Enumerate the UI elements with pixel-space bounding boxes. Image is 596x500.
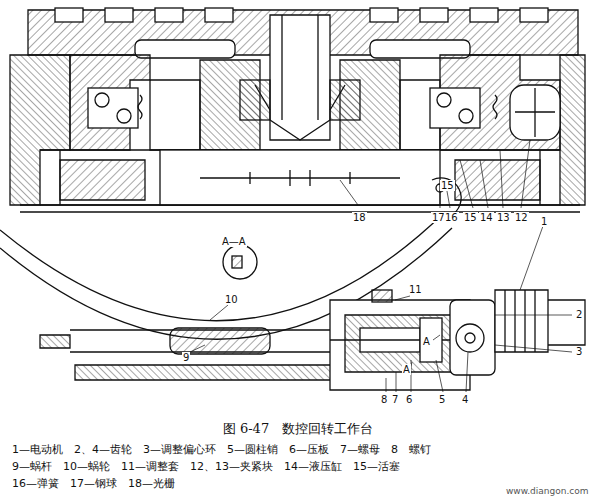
callout-number: A—A <box>221 236 247 247</box>
callout-number: 2 <box>575 309 583 320</box>
callout-number: 16 <box>444 212 459 223</box>
callout-number: 14 <box>479 212 494 223</box>
callout-number: 15 <box>440 180 455 191</box>
callout-number: 1 <box>540 216 548 227</box>
callout-number: 15 <box>463 212 478 223</box>
parts-list: 16—弹簧 17—钢球 18—光栅 <box>12 478 175 490</box>
figure-caption: 图 6-47 数控回转工作台 <box>223 422 373 436</box>
callout-number: 9 <box>182 352 190 363</box>
parts-list: 9—蜗杆 10—蜗轮 11—调整套 12、13—夹紧块 14—液压缸 15—活塞 <box>12 461 400 473</box>
watermark: www.diangon.com <box>506 487 589 497</box>
callout-number: 4 <box>461 394 469 405</box>
callout-number: 8 <box>380 394 388 405</box>
callout-number: 7 <box>391 394 399 405</box>
callout-number: 11 <box>408 284 423 295</box>
callout-number: 3 <box>575 346 583 357</box>
callout-number: 18 <box>352 212 367 223</box>
callout-number: A <box>422 336 431 347</box>
callout-number: A <box>402 364 411 375</box>
callout-number: 6 <box>405 394 413 405</box>
parts-list: 1—电动机 2、4—齿轮 3—调整偏心环 5—圆柱销 6—压板 7—螺母 8 螺… <box>12 444 431 456</box>
callout-number: 5 <box>438 394 446 405</box>
callout-number: 10 <box>224 294 239 305</box>
callout-number: 13 <box>496 212 511 223</box>
callout-number: 12 <box>514 212 529 223</box>
